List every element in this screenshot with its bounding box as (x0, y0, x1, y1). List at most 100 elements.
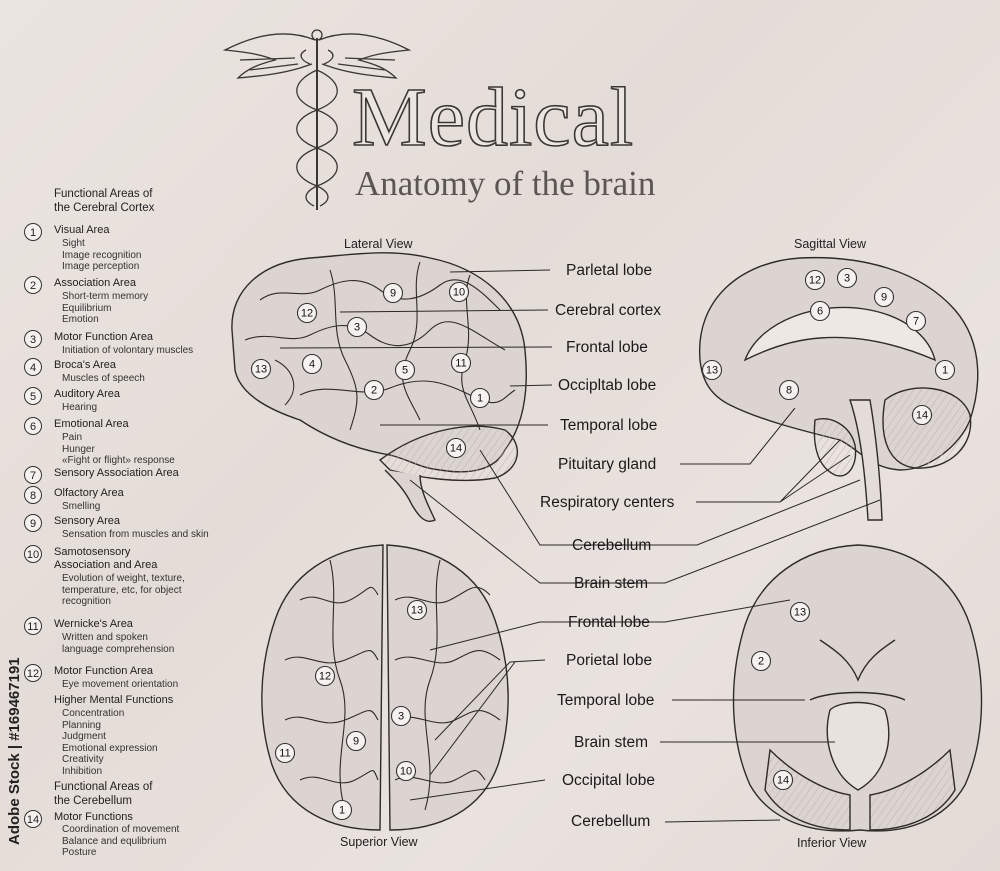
brain-number-marker: 6 (809, 300, 831, 322)
marker-circle (469, 387, 491, 409)
legend-number-badge: 7 (24, 466, 42, 484)
marker-number: 10 (400, 766, 412, 778)
brain-number-marker: 8 (778, 379, 800, 401)
brain-number-marker: 5 (394, 359, 416, 381)
legend-number-badge: 5 (24, 387, 42, 405)
legend-item-detail: Initiation of volontary muscles (62, 345, 194, 356)
marker-circle (934, 359, 956, 381)
legend-item-detail: Posture (62, 847, 97, 858)
legend-item-title: Auditory Area (54, 388, 121, 400)
legend-number-badge: 11 (24, 617, 42, 635)
marker-number: 9 (353, 736, 359, 748)
caduceus-icon (222, 29, 412, 210)
legend-item-detail: Eye movement orientation (62, 679, 179, 690)
marker-circle (363, 379, 385, 401)
marker-number: 10 (453, 287, 465, 299)
structure-label: Temporal lobe (557, 692, 655, 709)
brain-number-marker: 10 (448, 281, 470, 303)
marker-number: 13 (706, 365, 718, 377)
marker-circle (345, 730, 367, 752)
marker-circle (836, 267, 858, 289)
marker-circle (701, 359, 723, 381)
structure-label: Occipltab lobe (558, 377, 657, 394)
structure-label: Porietal lobe (566, 652, 653, 669)
brain-number-marker: 12 (804, 269, 826, 291)
brain-number-marker: 14 (911, 404, 933, 426)
legend-number-badge: 3 (24, 330, 42, 348)
marker-circle (395, 760, 417, 782)
poster-title: Medical (351, 71, 635, 164)
marker-number: 14 (777, 775, 789, 787)
brain-number-marker: 13 (789, 601, 811, 623)
brain-number-marker: 13 (250, 358, 272, 380)
legend-item-detail: Concentration (62, 708, 125, 719)
legend-item-title: Sensory Association Area (54, 467, 179, 479)
brain-number-marker: 11 (274, 742, 296, 764)
marker-number: 1 (942, 365, 948, 377)
structure-label: Respiratory centers (540, 494, 675, 511)
brain-number-marker: 4 (301, 353, 323, 375)
legend-item-detail: Coordination of movement (62, 824, 180, 835)
legend-number-badge: 4 (24, 358, 42, 376)
legend-item-detail: Sight (62, 238, 85, 249)
structure-label: Cerebellum (571, 813, 651, 830)
marker-circle (445, 437, 467, 459)
structure-label: Parletal lobe (566, 262, 653, 279)
poster-subtitle: Anatomy of the brain (355, 164, 656, 203)
marker-number: 3 (844, 273, 850, 285)
brain-number-marker: 14 (772, 769, 794, 791)
marker-circle (274, 742, 296, 764)
marker-circle (331, 799, 353, 821)
legend-item-title: Motor Functions (54, 811, 133, 823)
brain-number-marker: 3 (390, 705, 412, 727)
marker-number: 3 (398, 711, 404, 723)
marker-number: 5 (402, 365, 408, 377)
leader-lines (279, 269, 881, 823)
marker-circle (809, 300, 831, 322)
legend-item-detail: Evolution of weight, texture, (62, 573, 185, 584)
structure-label: Cerebellum (572, 537, 652, 554)
marker-number: 12 (809, 275, 821, 287)
marker-number: 9 (390, 288, 396, 300)
legend-number-badge: 10 (24, 545, 42, 563)
legend-item-title: Association and Area (54, 559, 158, 571)
marker-circle (346, 316, 368, 338)
sagittal-brain (698, 256, 979, 521)
legend-number-badge: 12 (24, 664, 42, 682)
legend-item-title: Visual Area (54, 224, 110, 236)
legend-item-detail: Inhibition (62, 765, 103, 777)
svg-text:Adobe Stock | #169467191: Adobe Stock | #169467191 (6, 657, 23, 845)
marker-number: 14 (450, 443, 462, 455)
marker-number: 4 (309, 359, 315, 371)
legend-item-title: Olfactory Area (54, 487, 124, 499)
structure-label: Frontal lobe (566, 339, 648, 356)
marker-number: 13 (794, 607, 806, 619)
legend-item-detail: Smelling (62, 501, 101, 512)
marker-circle (382, 282, 404, 304)
brain-number-marker: 14 (445, 437, 467, 459)
legend-item-detail: Planning (62, 719, 101, 731)
legend-item-title: Emotional Area (54, 418, 129, 430)
marker-number: 14 (916, 410, 928, 422)
marker-number: 8 (786, 385, 792, 397)
brain-number-marker: 3 (346, 316, 368, 338)
lateral-view-label: Lateral View (344, 237, 413, 251)
legend-item-detail: Muscles of speech (62, 373, 145, 384)
marker-number: 1 (339, 805, 345, 817)
structure-label: Occipital lobe (562, 772, 656, 789)
brain-number-marker: 2 (750, 650, 772, 672)
legend-item-detail: Emotion (62, 314, 99, 325)
legend-item-detail: Hearing (62, 402, 98, 413)
marker-circle (394, 359, 416, 381)
legend-item-title: Motor Function Area (54, 331, 154, 343)
structure-label: Frontal lobe (568, 614, 650, 631)
legend-item-detail: Creativity (62, 754, 104, 765)
legend-item-detail: Judgment (62, 731, 106, 742)
brain-number-marker: 13 (701, 359, 723, 381)
legend-item-detail: recognition (62, 596, 111, 607)
legend-item-detail: Image perception (62, 261, 140, 272)
legend-item-detail: Equilibrium (62, 302, 112, 314)
